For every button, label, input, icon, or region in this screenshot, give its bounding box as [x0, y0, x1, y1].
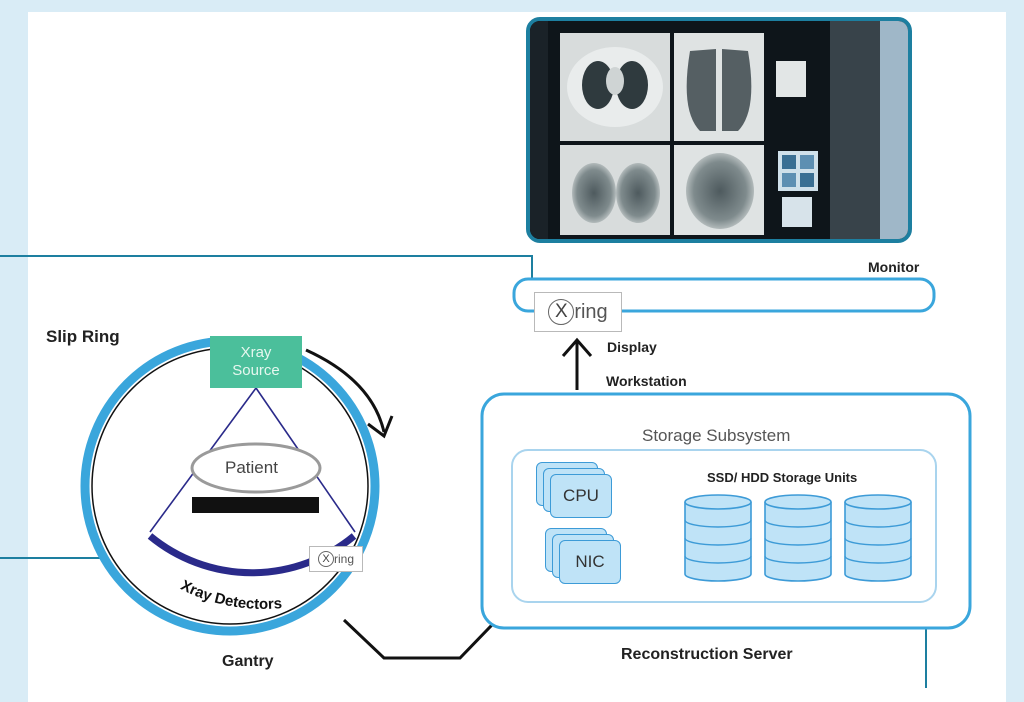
cpu-label: CPU	[563, 486, 599, 505]
database-cylinder-icon	[764, 494, 832, 582]
xring-logo-text: ring	[333, 552, 354, 566]
ct-scan-monitor-photo	[526, 17, 912, 243]
gantry-label: Gantry	[222, 653, 274, 670]
rotation-arrow-icon	[305, 348, 386, 433]
xray-source-line1: Xray	[240, 344, 272, 361]
database-cylinder-icon	[684, 494, 752, 582]
data-flow-arrow-icon	[342, 596, 520, 660]
xring-logo-text: ring	[574, 300, 608, 323]
storage-units-label: SSD/ HDD Storage Units	[707, 470, 858, 485]
patient-ellipse	[190, 442, 322, 494]
slip-ring-label: Slip Ring	[46, 327, 120, 346]
xring-logo-icon: X	[317, 551, 334, 567]
reconstruction-server-label: Reconstruction Server	[621, 646, 793, 663]
xring-logo-large: X ring	[534, 292, 622, 332]
storage-units	[684, 494, 912, 582]
nic-label: NIC	[575, 552, 605, 571]
workstation-label: Workstation	[606, 373, 687, 389]
nic-chip	[559, 540, 621, 584]
xring-logo-small: X ring	[309, 546, 363, 572]
xray-source-line2: Source	[232, 362, 280, 379]
cpu-chip	[550, 474, 612, 518]
xray-source-block: Xray Source	[210, 336, 302, 388]
database-cylinder-icon	[844, 494, 912, 582]
monitor-label: Monitor	[868, 259, 920, 275]
display-label: Display	[607, 339, 657, 355]
patient-table	[192, 497, 319, 513]
patient-label: Patient	[225, 458, 278, 477]
xring-logo-icon: X	[548, 299, 575, 325]
storage-subsystem-label: Storage Subsystem	[642, 426, 791, 445]
